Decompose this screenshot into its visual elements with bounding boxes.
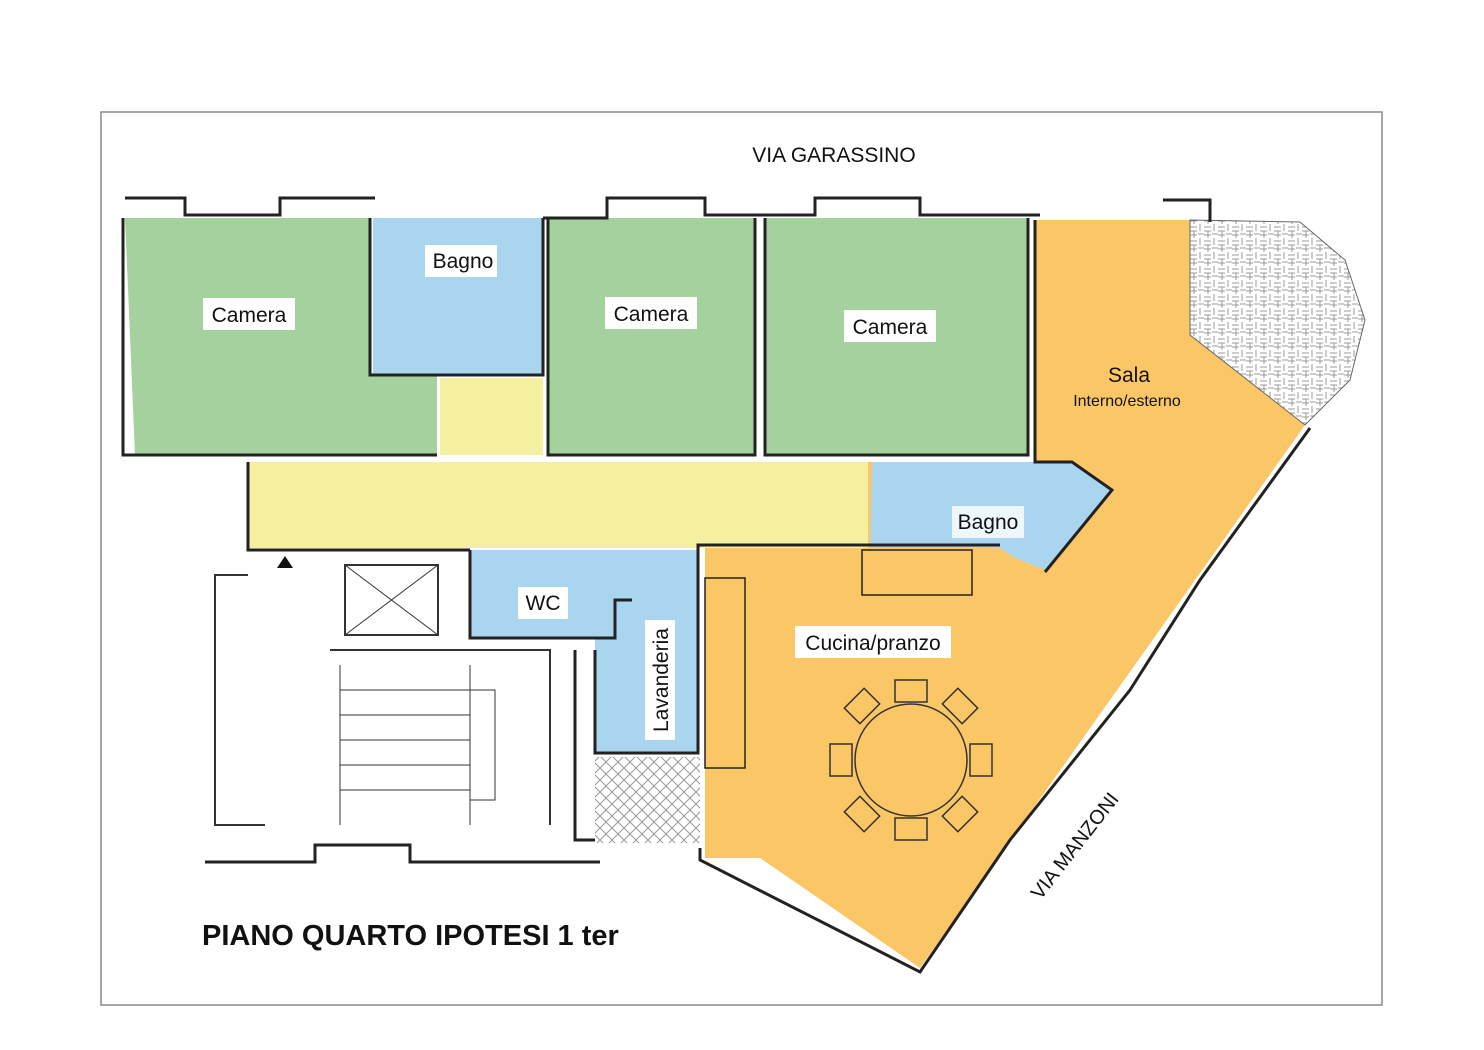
label-bagno-2: Bagno xyxy=(958,511,1019,534)
label-cucina: Cucina/pranzo xyxy=(805,632,940,655)
room-disimpegno xyxy=(440,378,543,455)
label-sala-sub: Interno/esterno xyxy=(1073,393,1181,410)
label-wc: WC xyxy=(526,592,561,615)
room-terrace-small xyxy=(595,757,700,843)
entrance-arrow-icon xyxy=(277,556,293,568)
walls xyxy=(121,196,1312,974)
room-balcony xyxy=(1189,219,1366,426)
street-label-side: VIA MANZONI xyxy=(1027,789,1124,904)
label-bagno-1: Bagno xyxy=(433,250,494,273)
label-camera-3: Camera xyxy=(853,316,928,339)
room-camera-2 xyxy=(548,218,755,455)
drawing-frame xyxy=(100,111,1383,1006)
room-sala-cucina xyxy=(705,220,1305,968)
label-lavanderia: Lavanderia xyxy=(650,628,673,732)
stairwell xyxy=(214,556,551,826)
room-bagno-1 xyxy=(373,218,543,375)
street-label-top: VIA GARASSINO xyxy=(752,144,915,167)
plan-title: PIANO QUARTO IPOTESI 1 ter xyxy=(202,920,619,952)
label-camera-2: Camera xyxy=(614,303,689,326)
dining-table xyxy=(829,679,993,841)
room-corridor xyxy=(248,462,868,548)
label-camera-1: Camera xyxy=(212,304,287,327)
label-sala: Sala xyxy=(1108,364,1150,387)
room-camera-1 xyxy=(125,218,437,455)
